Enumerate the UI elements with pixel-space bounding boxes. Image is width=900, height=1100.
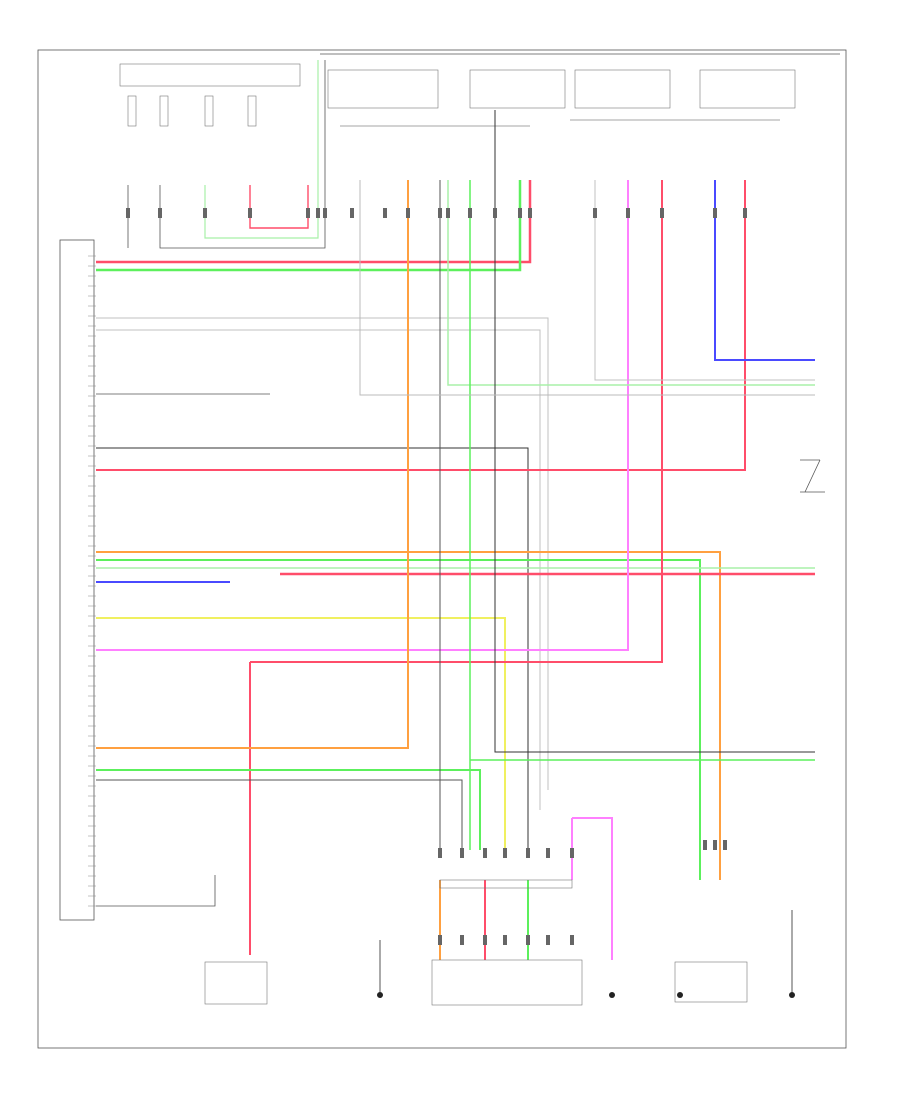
wire-gray-right-2 [594, 180, 815, 381]
connector-terminal [503, 848, 507, 858]
connector-terminal [483, 935, 487, 945]
wire-gray-1 [96, 317, 549, 790]
connector-terminal [493, 208, 497, 218]
connector-terminal [743, 208, 747, 218]
wire-black-right [494, 110, 815, 753]
connector-terminal [503, 935, 507, 945]
wire-black-1 [96, 447, 529, 850]
switch-symbol [800, 459, 825, 493]
wire-bottom [96, 875, 216, 907]
connector-terminal [438, 848, 442, 858]
connector-terminal [528, 208, 532, 218]
ground-symbols [377, 992, 795, 998]
connector-terminal [468, 208, 472, 218]
connector-terminal [446, 208, 450, 218]
connector-terminal [626, 208, 630, 218]
wire-red-mid [96, 180, 746, 471]
connector-terminal [518, 208, 522, 218]
connector-terminal [713, 840, 717, 850]
connector-terminal [526, 935, 530, 945]
wire-layer [96, 60, 815, 995]
connector-terminal [350, 208, 354, 218]
connector-terminal [723, 840, 727, 850]
sensor-connector-component [431, 959, 583, 1006]
wire-fuse-3 [204, 60, 319, 239]
connector-terminal [406, 208, 410, 218]
wire-green-low [96, 769, 481, 850]
wire-orange-mid [96, 551, 721, 880]
wire-pink [96, 180, 629, 651]
connector-terminal [248, 208, 252, 218]
wire-fuse-2 [159, 60, 326, 249]
connector-terminal [203, 208, 207, 218]
wire-blue-right [714, 180, 815, 361]
wire-orange [96, 180, 409, 749]
junction-connector [439, 879, 573, 889]
connector-terminal [546, 848, 550, 858]
wire-red-low [250, 180, 663, 663]
connector-terminal [306, 208, 310, 218]
wire-lightgreen-right [447, 180, 815, 386]
pressure-sensor-component [674, 961, 748, 1003]
connector-terminal [438, 935, 442, 945]
throttle-body-component [204, 961, 268, 1005]
diagram-frame [37, 49, 847, 1049]
connector-terminal [483, 848, 487, 858]
fuse-block [119, 63, 301, 87]
wire-green-mid [96, 559, 701, 880]
ground-icon [789, 992, 795, 998]
connector-terminal [703, 840, 707, 850]
connector-terminal [713, 208, 717, 218]
wire-fuse-4 [249, 185, 309, 229]
connector-terminal [660, 208, 664, 218]
wire-gray-right [359, 180, 815, 396]
connector-terminal [126, 208, 130, 218]
ecm-module [59, 239, 95, 921]
connector-terminal [460, 848, 464, 858]
fuse-group [127, 95, 257, 127]
ecm-pin-column [88, 255, 96, 907]
connector-terminal [158, 208, 162, 218]
wire-gray-2 [96, 329, 541, 810]
relay-boxes [327, 69, 796, 127]
connector-terminal [526, 848, 530, 858]
wire-yellow [96, 617, 506, 850]
connector-terminal [438, 208, 442, 218]
connector-terminal [460, 935, 464, 945]
connector-terminal [570, 848, 574, 858]
connector-terminal [383, 208, 387, 218]
ground-icon [609, 992, 615, 998]
wire-black-low [96, 779, 463, 850]
connector-terminal [323, 208, 327, 218]
connector-terminal [570, 935, 574, 945]
ground-icon [377, 992, 383, 998]
wire-red-top [96, 180, 532, 264]
connector-terminal [593, 208, 597, 218]
connector-terminal [316, 208, 320, 218]
wire-pink-bottom [572, 817, 613, 960]
ground-icon [677, 992, 683, 998]
connector-terminal [546, 935, 550, 945]
